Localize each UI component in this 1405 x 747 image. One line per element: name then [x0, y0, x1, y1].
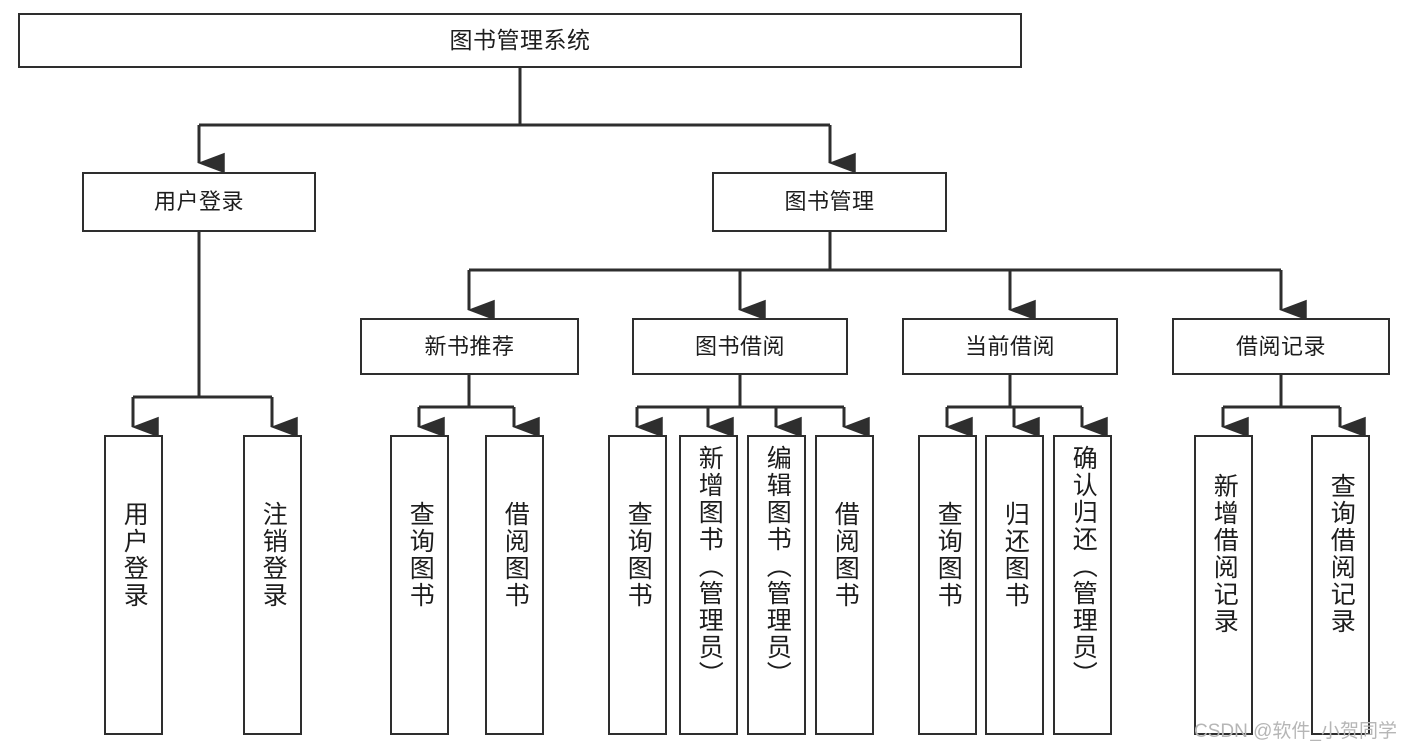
- node-label: 图书管理系统: [449, 27, 591, 54]
- node-label: 借阅图书: [501, 501, 530, 609]
- node-book-borrow[interactable]: 图书借阅: [632, 318, 848, 375]
- node-borrow-record[interactable]: 借阅记录: [1172, 318, 1390, 375]
- node-label: 查询图书: [934, 501, 963, 609]
- node-label: 查询图书: [624, 501, 653, 609]
- leaf-borrow-book-2[interactable]: 借阅图书: [815, 435, 874, 735]
- node-new-book-rec[interactable]: 新书推荐: [360, 318, 579, 375]
- node-label: 注销登录: [259, 501, 288, 609]
- node-label: 新书推荐: [424, 333, 515, 359]
- node-label: 图书管理: [784, 189, 875, 215]
- node-label: 确认归还（管理员）: [1069, 445, 1098, 688]
- node-label: 借阅图书: [831, 501, 860, 609]
- node-label: 用户登录: [120, 501, 149, 609]
- node-label: 编辑图书（管理员）: [763, 445, 792, 688]
- leaf-query-record[interactable]: 查询借阅记录: [1311, 435, 1370, 735]
- node-label: 用户登录: [153, 189, 244, 215]
- leaf-add-record[interactable]: 新增借阅记录: [1194, 435, 1253, 735]
- leaf-confirm-return[interactable]: 确认归还（管理员）: [1053, 435, 1112, 735]
- node-label: 新增借阅记录: [1210, 473, 1239, 635]
- leaf-query-book-3[interactable]: 查询图书: [918, 435, 977, 735]
- node-label: 图书借阅: [694, 333, 785, 359]
- leaf-query-book-1[interactable]: 查询图书: [390, 435, 449, 735]
- leaf-user-logout[interactable]: 注销登录: [243, 435, 302, 735]
- leaf-edit-book[interactable]: 编辑图书（管理员）: [747, 435, 806, 735]
- leaf-return-book[interactable]: 归还图书: [985, 435, 1044, 735]
- node-label: 当前借阅: [964, 333, 1055, 359]
- leaf-borrow-book-1[interactable]: 借阅图书: [485, 435, 544, 735]
- node-root-system[interactable]: 图书管理系统: [18, 13, 1022, 68]
- node-label: 借阅记录: [1235, 333, 1326, 359]
- node-label: 归还图书: [1001, 501, 1030, 609]
- leaf-query-book-2[interactable]: 查询图书: [608, 435, 667, 735]
- node-label: 查询图书: [406, 501, 435, 609]
- node-book-manage[interactable]: 图书管理: [712, 172, 947, 232]
- leaf-add-book[interactable]: 新增图书（管理员）: [679, 435, 738, 735]
- node-label: 查询借阅记录: [1327, 473, 1356, 635]
- node-label: 新增图书（管理员）: [695, 445, 724, 688]
- node-current-borrow[interactable]: 当前借阅: [902, 318, 1118, 375]
- node-user-login[interactable]: 用户登录: [82, 172, 316, 232]
- leaf-user-login[interactable]: 用户登录: [104, 435, 163, 735]
